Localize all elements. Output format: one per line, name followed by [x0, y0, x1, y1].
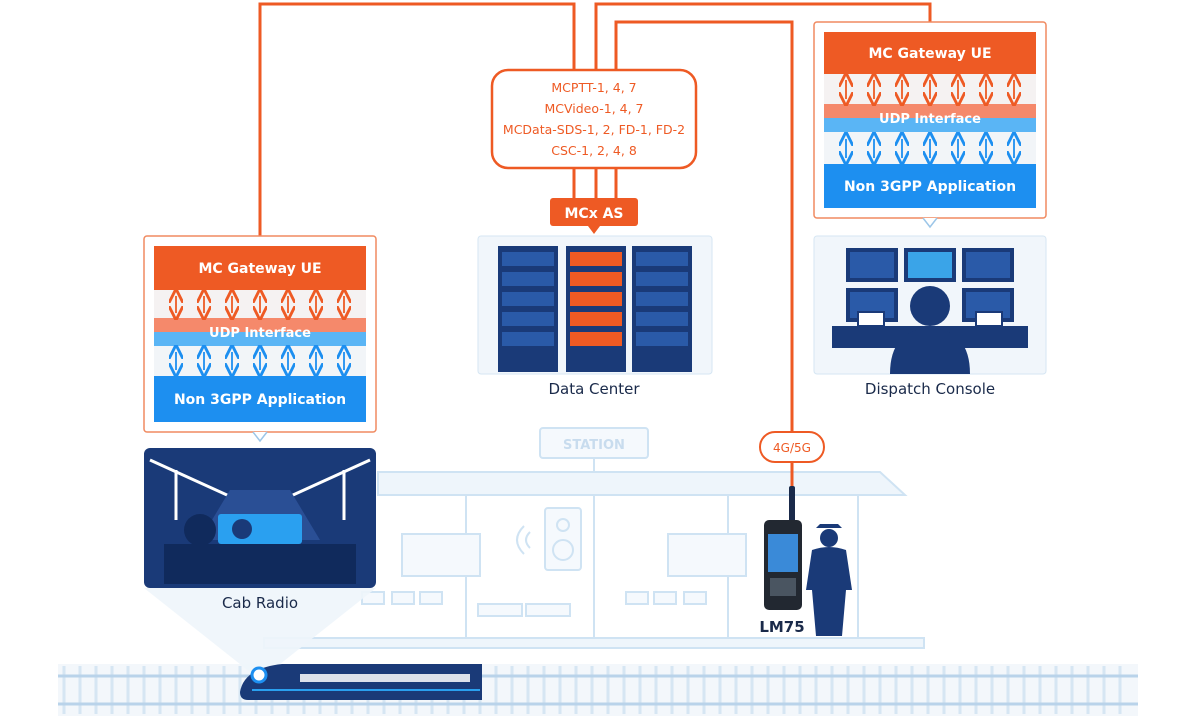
network-label: 4G/5G: [773, 441, 811, 455]
right-stack-panel: [813, 21, 1047, 229]
officer-figure: [806, 524, 852, 636]
left-gateway-label: MC Gateway UE: [198, 261, 321, 277]
station-sign: STATION: [563, 438, 625, 453]
mcx-as-label: MCx AS: [564, 206, 623, 222]
left-udp-label: UDP Interface: [209, 326, 311, 341]
data-center-illustration: [477, 235, 713, 375]
service-line-3: MCData-SDS-1, 2, FD-1, FD-2: [503, 122, 685, 137]
server-unit: [636, 292, 688, 306]
mcx-as-badge: [550, 198, 638, 234]
lm75-device-illustration: [764, 486, 802, 610]
cab-radio-label: Cab Radio: [222, 594, 298, 612]
network-badge: [759, 431, 825, 463]
train-illustration: [240, 664, 482, 700]
server-unit: [570, 292, 622, 306]
cab-radio-illustration: [144, 448, 376, 680]
server-unit: [636, 252, 688, 266]
server-unit: [570, 252, 622, 266]
server-unit: [502, 332, 554, 346]
server-unit: [502, 312, 554, 326]
railway-track: [58, 664, 1138, 716]
right-app-label: Non 3GPP Application: [844, 179, 1016, 195]
server-unit: [502, 292, 554, 306]
right-gateway-label: MC Gateway UE: [868, 46, 991, 62]
server-unit: [636, 332, 688, 346]
server-unit: [636, 312, 688, 326]
data-center-label: Data Center: [548, 380, 640, 398]
server-unit: [502, 272, 554, 286]
services-callout: [490, 68, 698, 170]
server-unit: [502, 252, 554, 266]
server-unit: [636, 272, 688, 286]
server-unit: [570, 332, 622, 346]
server-unit: [570, 312, 622, 326]
service-line-1: MCPTT-1, 4, 7: [551, 80, 636, 95]
service-line-4: CSC-1, 2, 4, 8: [551, 143, 637, 158]
left-app-label: Non 3GPP Application: [174, 392, 346, 408]
lm75-label: LM75: [759, 618, 804, 636]
server-unit: [570, 272, 622, 286]
dispatch-console-illustration: [813, 235, 1047, 375]
dispatch-console-label: Dispatch Console: [865, 380, 995, 398]
service-line-2: MCVideo-1, 4, 7: [544, 101, 643, 116]
right-udp-label: UDP Interface: [879, 112, 981, 127]
left-stack-panel: [143, 235, 377, 443]
